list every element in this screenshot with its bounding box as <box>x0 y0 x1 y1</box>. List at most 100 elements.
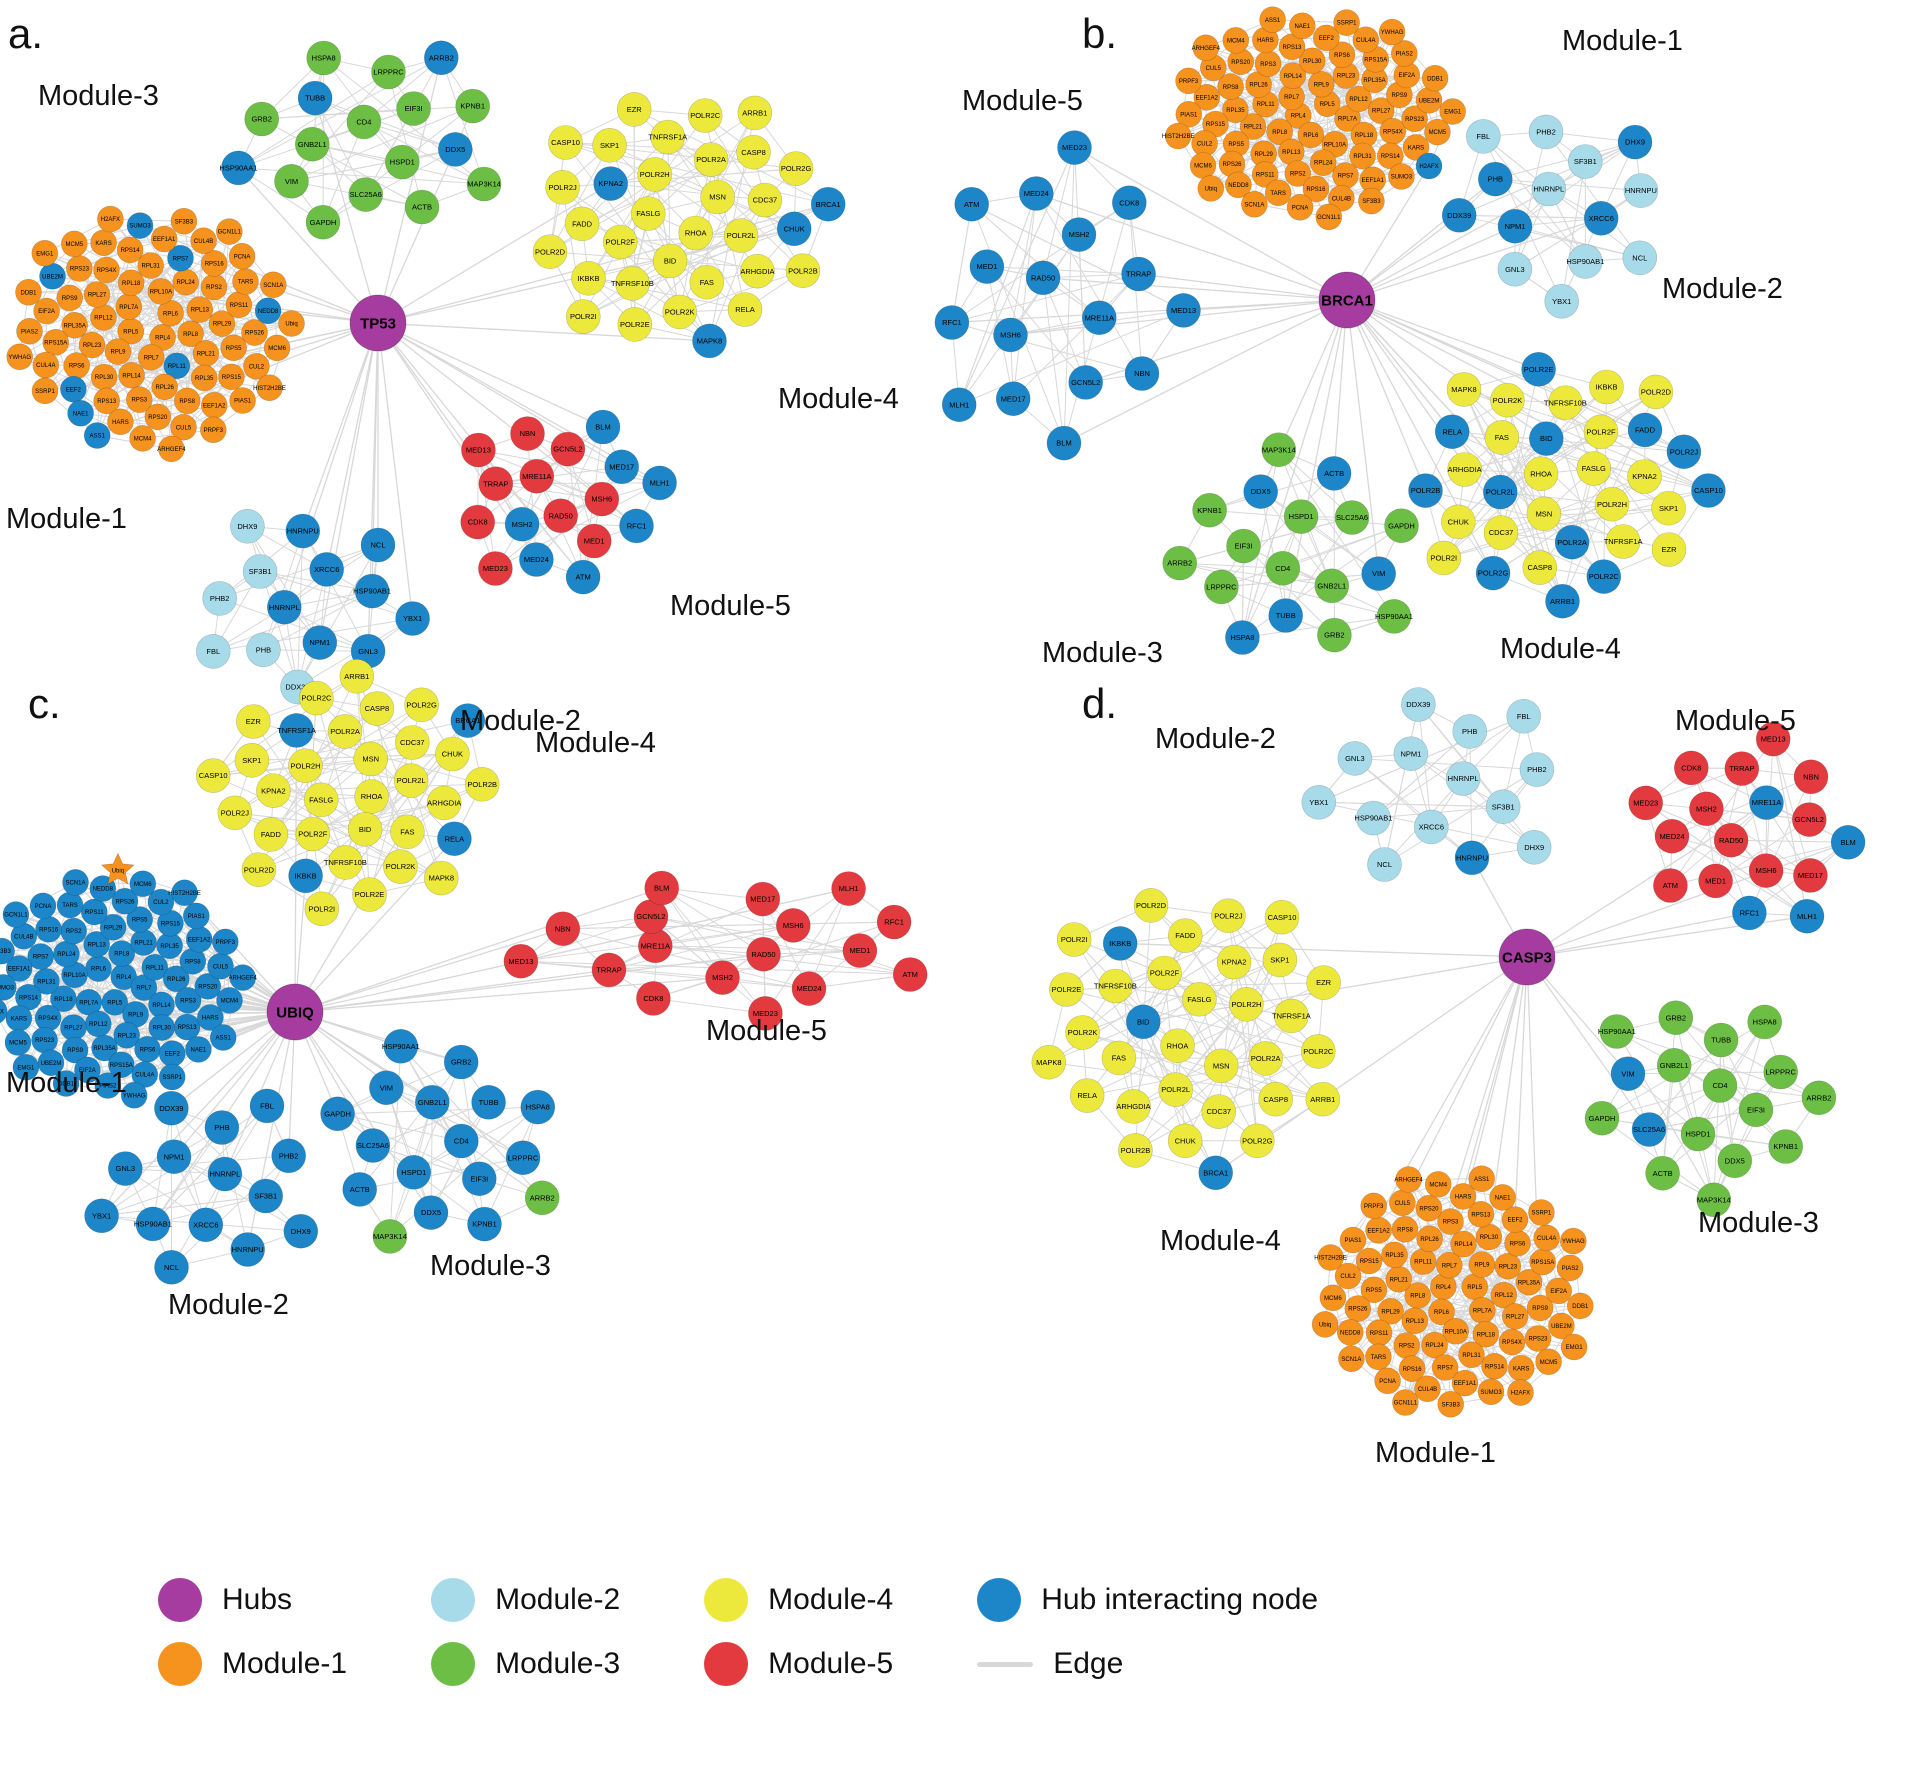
hub-node-casp3[interactable]: CASP3 <box>1498 928 1556 986</box>
node-polr2b[interactable]: POLR2B <box>785 253 821 289</box>
node-hnrnpu[interactable]: HNRNPU <box>230 1232 265 1267</box>
node-rps11[interactable]: RPS11 <box>81 898 108 926</box>
node-rps16[interactable]: RPS16 <box>1302 175 1330 203</box>
node-hsp90aa1[interactable]: HSP90AA1 <box>382 1029 420 1064</box>
node-chuk[interactable]: CHUK <box>1167 1123 1203 1159</box>
node-kpnb1[interactable]: KPNB1 <box>1192 492 1227 528</box>
node-eef1a1[interactable]: EEF1A1 <box>5 955 33 982</box>
node-trrap[interactable]: TRRAP <box>1724 751 1760 786</box>
node-polr2a[interactable]: POLR2A <box>327 714 363 749</box>
node-hnrnpu[interactable]: HNRNPU <box>1454 840 1490 876</box>
node-nbn[interactable]: NBN <box>545 911 581 947</box>
node-rpl31[interactable]: RPL31 <box>1458 1341 1485 1369</box>
node-tnfrsf1a[interactable]: TNFRSF1A <box>1272 998 1311 1034</box>
node-rps4x[interactable]: RPS4X <box>1498 1328 1526 1356</box>
node-rps6[interactable]: RPS6 <box>1504 1230 1531 1257</box>
node-scn1a[interactable]: SCN1A <box>1338 1345 1365 1372</box>
node-polr2i[interactable]: POLR2I <box>1056 922 1092 957</box>
node-rpl26[interactable]: RPL26 <box>151 373 178 401</box>
node-hsp90aa1[interactable]: HSP90AA1 <box>219 150 257 186</box>
node-hspa8[interactable]: HSPA8 <box>1225 620 1260 655</box>
node-rpl13[interactable]: RPL13 <box>83 931 110 958</box>
node-gcn5l2[interactable]: GCN5L2 <box>550 431 586 467</box>
node-msh6[interactable]: MSH6 <box>775 908 811 943</box>
node-sumo3[interactable]: SUMO3 <box>1477 1378 1505 1405</box>
node-med1[interactable]: MED1 <box>969 249 1005 284</box>
node-cul2[interactable]: CUL2 <box>1334 1262 1362 1290</box>
node-rpl7[interactable]: RPL7 <box>137 343 165 371</box>
node-rpl29[interactable]: RPL29 <box>208 310 236 337</box>
node-polr2h[interactable]: POLR2H <box>288 748 323 784</box>
node-rpl29[interactable]: RPL29 <box>99 913 127 941</box>
node-polr2b[interactable]: POLR2B <box>1408 473 1443 508</box>
node-rpl14[interactable]: RPL14 <box>118 361 145 389</box>
node-polr2c[interactable]: POLR2C <box>1586 559 1622 594</box>
node-eef1a2[interactable]: EEF1A2 <box>1193 84 1221 111</box>
node-lrpprc[interactable]: LRPPRC <box>371 54 406 90</box>
node-rpl12[interactable]: RPL12 <box>85 1010 112 1038</box>
node-polr2a[interactable]: POLR2A <box>1554 524 1590 560</box>
node-cul4b[interactable]: CUL4B <box>1328 185 1355 212</box>
node-mcm6[interactable]: MCM6 <box>129 870 157 898</box>
node-rpl18[interactable]: RPL18 <box>50 985 77 1013</box>
node-rps20[interactable]: RPS20 <box>194 973 222 1000</box>
node-rpl7[interactable]: RPL7 <box>1278 83 1305 111</box>
node-faslg[interactable]: FASLG <box>1576 451 1612 486</box>
node-atm[interactable]: ATM <box>565 559 601 595</box>
node-trrap[interactable]: TRRAP <box>591 952 627 988</box>
node-rps23[interactable]: RPS23 <box>1401 105 1428 132</box>
node-med23[interactable]: MED23 <box>748 996 783 1031</box>
node-vim[interactable]: VIM <box>274 164 309 199</box>
node-hsp90ab1[interactable]: HSP90AB1 <box>1566 244 1604 279</box>
node-mre11a[interactable]: MRE11A <box>1082 300 1117 336</box>
node-mcm6[interactable]: MCM6 <box>263 334 291 362</box>
node-med17[interactable]: MED17 <box>1793 858 1828 893</box>
node-med13[interactable]: MED13 <box>503 943 539 979</box>
node-rad50[interactable]: RAD50 <box>1713 822 1749 858</box>
node-cul4a[interactable]: CUL4A <box>1352 26 1380 54</box>
node-ass1[interactable]: ASS1 <box>209 1024 237 1051</box>
node-mlh1[interactable]: MLH1 <box>1789 898 1825 934</box>
node-fadd[interactable]: FADD <box>1627 412 1663 448</box>
node-polr2f[interactable]: POLR2F <box>1147 955 1182 991</box>
node-rps3[interactable]: RPS3 <box>1437 1208 1464 1235</box>
node-gnb2l1[interactable]: GNB2L1 <box>1314 568 1350 604</box>
node-gnl3[interactable]: GNL3 <box>1337 741 1373 776</box>
node-gcn1l1[interactable]: GCN1L1 <box>2 901 30 928</box>
node-rpl12[interactable]: RPL12 <box>1345 85 1372 113</box>
node-pcna[interactable]: PCNA <box>29 892 57 920</box>
node-cdk8[interactable]: CDK8 <box>460 504 496 540</box>
node-polr2f[interactable]: POLR2F <box>1583 414 1619 450</box>
node-chuk[interactable]: CHUK <box>1441 504 1476 540</box>
node-rpl9[interactable]: RPL9 <box>122 1001 149 1028</box>
node-rpl27[interactable]: RPL27 <box>83 281 111 308</box>
node-rpl35[interactable]: RPL35 <box>156 932 183 960</box>
node-eef2[interactable]: EEF2 <box>1501 1206 1529 1233</box>
node-polr2i[interactable]: POLR2I <box>1426 540 1462 576</box>
node-rpl30[interactable]: RPL30 <box>1298 47 1326 75</box>
node-polr2b[interactable]: POLR2B <box>1118 1133 1153 1168</box>
node-rps7[interactable]: RPS7 <box>27 943 55 970</box>
node-sf3b1[interactable]: SF3B1 <box>1568 144 1603 179</box>
node-mlh1[interactable]: MLH1 <box>642 465 677 501</box>
node-skp1[interactable]: SKP1 <box>1262 942 1298 978</box>
node-rpl12[interactable]: RPL12 <box>1490 1281 1518 1309</box>
node-fas[interactable]: FAS <box>390 814 425 850</box>
node-rpl13[interactable]: RPL13 <box>186 296 214 323</box>
node-casp10[interactable]: CASP10 <box>548 125 583 160</box>
node-mapk8[interactable]: MAPK8 <box>423 860 459 896</box>
node-actb[interactable]: ACTB <box>404 189 440 225</box>
node-rps2[interactable]: RPS2 <box>60 917 87 945</box>
node-gapdh[interactable]: GAPDH <box>1584 1100 1620 1136</box>
node-nae1[interactable]: NAE1 <box>1289 12 1316 40</box>
node-hnrnpl[interactable]: HNRNPL <box>1531 171 1567 207</box>
node-scn1a[interactable]: SCN1A <box>1241 191 1268 218</box>
node-polr2k[interactable]: POLR2K <box>662 294 698 330</box>
node-npm1[interactable]: NPM1 <box>1393 736 1429 772</box>
node-gcn1l1[interactable]: GCN1L1 <box>216 218 243 245</box>
node-mapk8[interactable]: MAPK8 <box>692 323 727 359</box>
node-tubb[interactable]: TUBB <box>297 80 333 116</box>
node-rpl27[interactable]: RPL27 <box>1501 1303 1529 1330</box>
node-rpl9[interactable]: RPL9 <box>1468 1251 1496 1278</box>
node-polr2k[interactable]: POLR2K <box>1490 382 1525 418</box>
